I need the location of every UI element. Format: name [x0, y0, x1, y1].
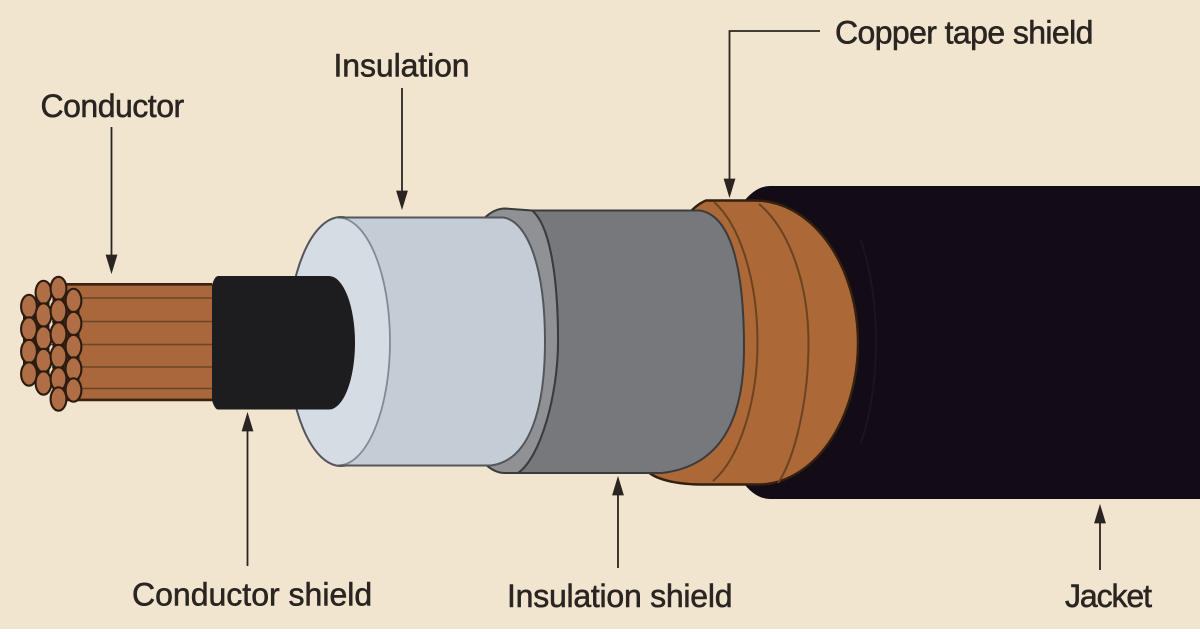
svg-text:Insulation: Insulation	[334, 48, 470, 84]
svg-text:Conductor shield: Conductor shield	[132, 577, 372, 613]
svg-text:Copper tape shield: Copper tape shield	[835, 15, 1093, 51]
svg-text:Conductor: Conductor	[41, 88, 185, 124]
svg-text:Insulation shield: Insulation shield	[507, 578, 732, 614]
svg-text:Jacket: Jacket	[1065, 578, 1152, 614]
